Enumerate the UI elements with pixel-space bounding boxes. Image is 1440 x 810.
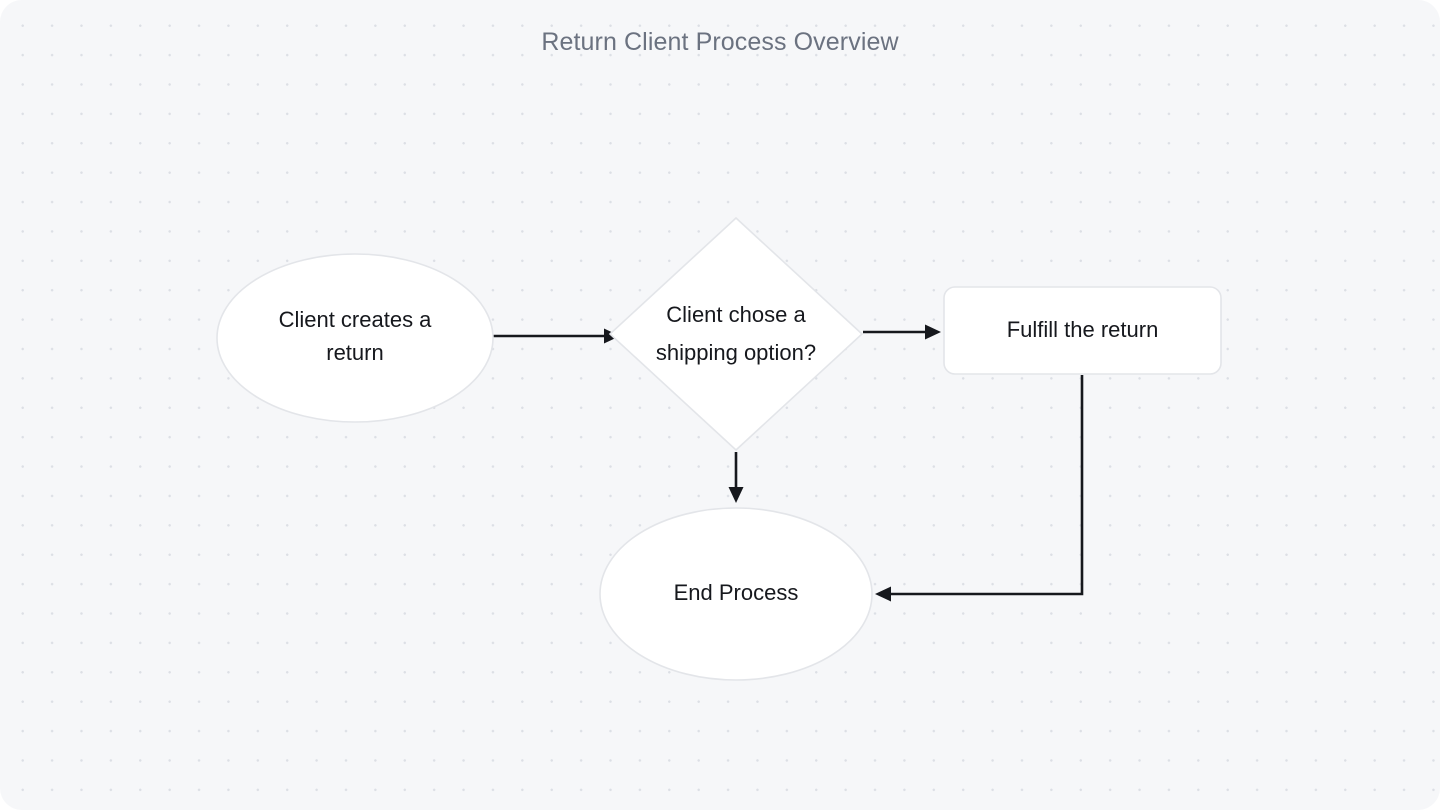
node-start[interactable]: Client creates a return [216,253,494,423]
node-fulfill-label: Fulfill the return [1007,317,1159,342]
arrowhead-down-icon [728,487,744,503]
node-decision-label-line1: Client chose a [666,302,806,327]
arrowhead-right-icon [925,324,941,340]
node-fulfill[interactable]: Fulfill the return [943,286,1222,375]
node-end-label: End Process [674,580,799,605]
edge-decision-to-end [728,452,744,503]
node-start-shape[interactable] [216,253,494,423]
arrowhead-left-icon [875,586,891,602]
node-start-label-line1: Client creates a [279,307,433,332]
node-start-label-line2: return [326,340,383,365]
edge-line [889,375,1084,596]
edge-decision-to-fulfill [863,324,941,340]
node-decision-shape[interactable] [608,216,864,452]
node-decision-label-line2: shipping option? [656,340,816,365]
edge-fulfill-to-end [875,375,1084,602]
page-title: Return Client Process Overview [541,28,899,56]
node-end-shape[interactable] [599,507,873,681]
node-end[interactable]: End Process [599,507,873,681]
edge-start-to-decision [493,328,620,344]
node-fulfill-shape[interactable] [943,286,1222,375]
node-decision[interactable]: Client chose a shipping option? [608,216,864,452]
